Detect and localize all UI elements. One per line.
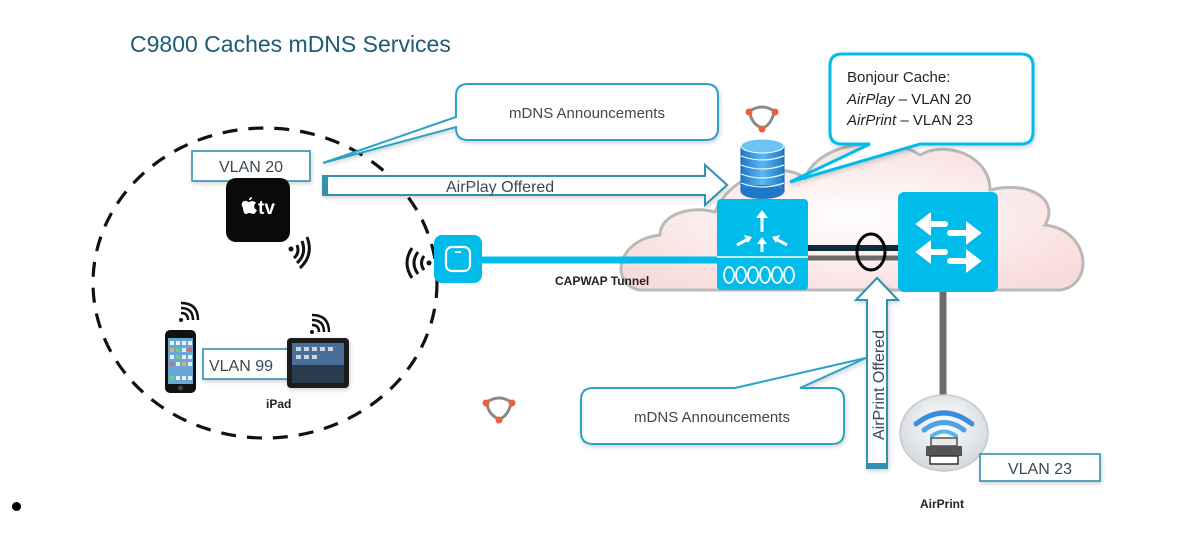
bonjour-cache-callout: Bonjour Cache: AirPlay – VLAN 20 AirPrin… <box>789 52 1035 184</box>
apple-tv-wifi-icon <box>288 236 311 270</box>
airprint-offered-arrow: AirPrint Offered <box>853 276 901 469</box>
apple-tv-logo-text: tv <box>258 198 275 219</box>
airprint-printer-icon <box>899 394 989 472</box>
switch-icon <box>898 192 998 292</box>
bonjour-entry-service: AirPlay <box>846 91 896 108</box>
mdns-callout-bottom: mDNS Announcements <box>580 357 867 445</box>
iphone-icon <box>165 330 196 393</box>
mdns-callout-top: mDNS Announcements <box>322 83 719 164</box>
ipad-label: iPad <box>266 397 291 411</box>
diagram-title: C9800 Caches mDNS Services <box>130 31 451 57</box>
vlan-label-apple-tv-text: VLAN 20 <box>219 159 283 176</box>
ipad-wifi-icon <box>310 313 331 334</box>
wireless-controller-icon <box>717 199 808 290</box>
mdns-callout-top-text: mDNS Announcements <box>509 105 665 122</box>
network-cloud <box>619 141 1085 292</box>
bonjour-icon <box>482 396 516 424</box>
bonjour-entry-vlan: VLAN 20 <box>911 91 971 108</box>
bonjour-entry-separator: – <box>896 112 913 129</box>
capwap-tunnel-label: CAPWAP Tunnel <box>555 274 649 288</box>
airplay-offered-label: AirPlay Offered <box>446 179 554 196</box>
apple-tv-icon: tv <box>226 178 290 242</box>
vlan-label-mobile: VLAN 99 <box>202 348 289 380</box>
airprint-offered-label: AirPrint Offered <box>871 330 888 440</box>
mdns-callout-bottom-text: mDNS Announcements <box>634 409 790 426</box>
bonjour-cache-heading: Bonjour Cache: <box>847 69 950 86</box>
vlan-label-mobile-text: VLAN 99 <box>209 358 273 375</box>
bonjour-entry-vlan: VLAN 23 <box>913 112 973 129</box>
bonjour-entry-separator: – <box>895 91 912 108</box>
bonjour-entry-service: AirPrint <box>846 112 897 129</box>
vlan-label-printer-text: VLAN 23 <box>1008 461 1072 478</box>
vlan-label-apple-tv: VLAN 20 <box>191 150 311 182</box>
wireless-coverage-area <box>91 126 439 440</box>
access-point-wifi-icon <box>405 247 432 279</box>
bonjour-cache-entry-airprint: AirPrint – VLAN 23 <box>846 112 973 129</box>
iphone-wifi-icon <box>179 301 200 322</box>
list-bullet <box>12 502 21 511</box>
ipad-icon <box>287 338 349 388</box>
database-icon <box>740 138 785 199</box>
bonjour-icon <box>745 105 779 133</box>
port-channel-ring <box>855 232 887 272</box>
vlan-label-printer: VLAN 23 <box>979 453 1101 482</box>
access-point-icon <box>434 235 482 283</box>
airplay-offered-arrow: AirPlay Offered <box>322 162 729 208</box>
bonjour-cache-entry-airplay: AirPlay – VLAN 20 <box>846 91 971 108</box>
airprint-label: AirPrint <box>920 497 964 511</box>
